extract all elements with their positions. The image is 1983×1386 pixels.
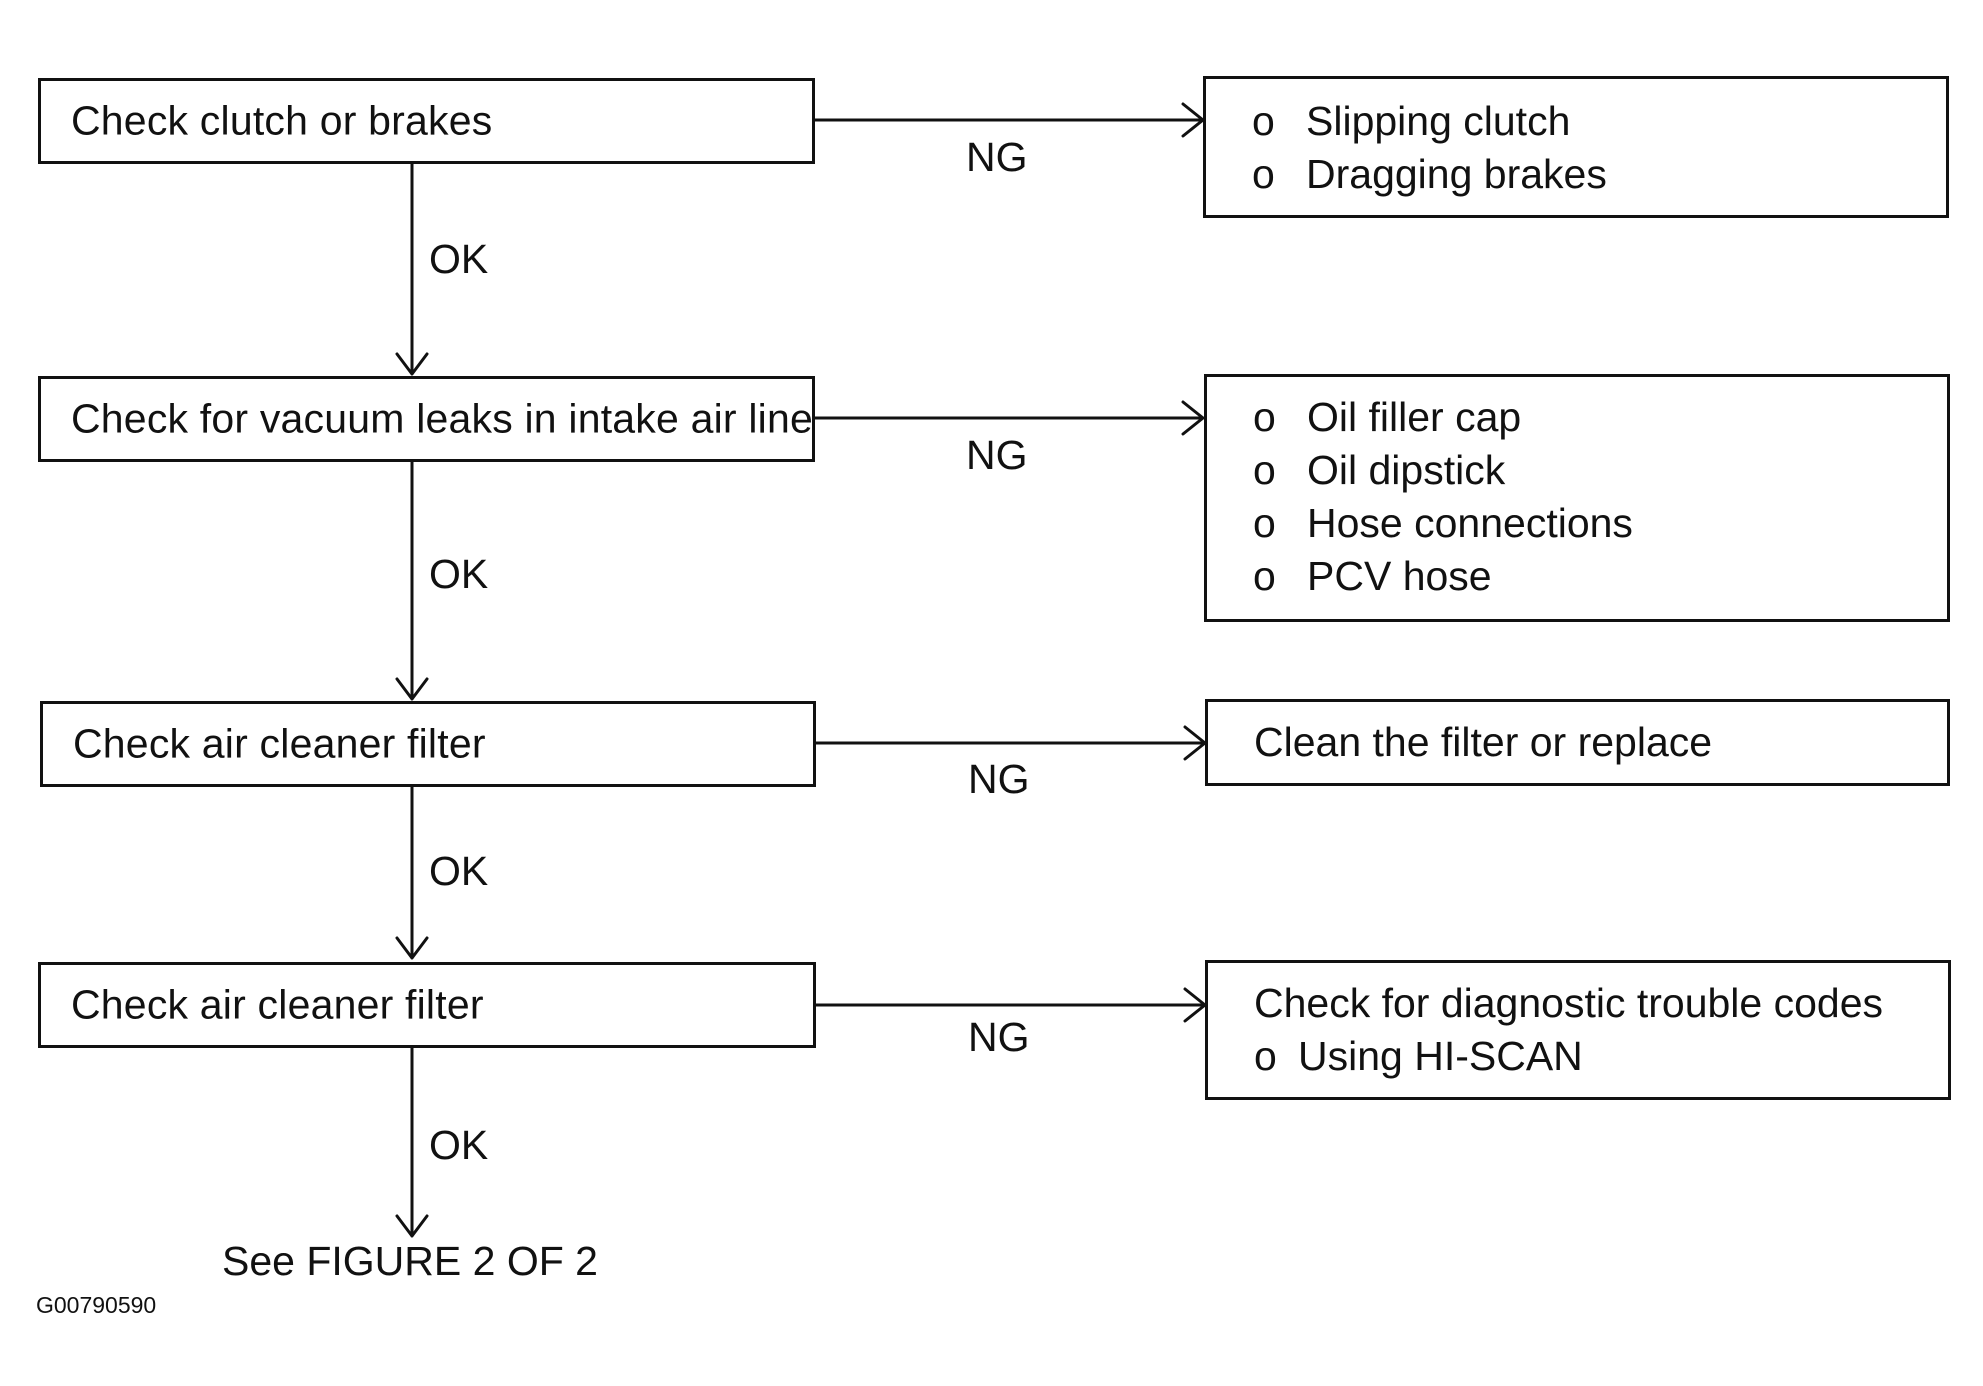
list-item: o Slipping clutch <box>1252 95 1607 148</box>
figure-code: G00790590 <box>36 1292 157 1318</box>
next-figure-reference: See FIGURE 2 OF 2 <box>222 1238 598 1284</box>
bullet: o <box>1253 394 1276 440</box>
bullet: o <box>1253 500 1276 546</box>
ng-label: NG <box>966 432 1028 478</box>
bullet: o <box>1252 98 1275 144</box>
list-item: o Dragging brakes <box>1252 148 1607 201</box>
list-item: o Oil dipstick <box>1253 444 1633 497</box>
step-box-2: Check for vacuum leaks in intake air lin… <box>38 376 815 462</box>
result-box-3: Clean the filter or replace <box>1205 699 1950 786</box>
ok-connector-2 <box>395 460 429 701</box>
ng-connector-1 <box>813 102 1205 138</box>
ok-connector-1 <box>395 160 429 376</box>
ng-label: NG <box>968 1014 1030 1060</box>
step-box-1: Check clutch or brakes <box>38 78 815 164</box>
bullet: o <box>1252 151 1275 197</box>
bullet: o <box>1254 1033 1277 1079</box>
ok-label: OK <box>429 848 489 894</box>
step-box-4: Check air cleaner filter <box>38 962 816 1048</box>
ng-connector-2 <box>813 400 1205 436</box>
list-item-text: PCV hose <box>1307 553 1492 599</box>
result-text: Check for diagnostic trouble codes <box>1254 980 1884 1026</box>
list-item-text: Using HI-SCAN <box>1298 1033 1583 1079</box>
step-label: Check air cleaner filter <box>73 720 486 767</box>
list-item-text: Dragging brakes <box>1306 151 1607 197</box>
list-item: o Oil filler cap <box>1253 391 1633 444</box>
list-item: o Using HI-SCAN <box>1254 1030 1583 1083</box>
step-label: Check for vacuum leaks in intake air lin… <box>71 395 813 442</box>
ng-label: NG <box>966 134 1028 180</box>
ok-connector-4 <box>395 1046 429 1238</box>
list-item-text: Oil filler cap <box>1307 394 1522 440</box>
ng-label: NG <box>968 756 1030 802</box>
step-box-3: Check air cleaner filter <box>40 701 816 787</box>
list-item-text: Hose connections <box>1307 500 1633 546</box>
ok-label: OK <box>429 236 489 282</box>
ok-label: OK <box>429 1122 489 1168</box>
result-box-4: Check for diagnostic trouble codes o Usin… <box>1205 960 1951 1100</box>
step-label: Check clutch or brakes <box>71 97 493 144</box>
step-label: Check air cleaner filter <box>71 981 484 1028</box>
list-item-text: Slipping clutch <box>1306 98 1571 144</box>
ng-connector-3 <box>813 725 1207 761</box>
ok-connector-3 <box>395 785 429 960</box>
result-text: Clean the filter or replace <box>1254 719 1713 765</box>
list-item: o PCV hose <box>1253 550 1633 603</box>
bullet: o <box>1253 447 1276 493</box>
list-item: o Hose connections <box>1253 497 1633 550</box>
ok-label: OK <box>429 551 489 597</box>
list-item-text: Oil dipstick <box>1307 447 1506 493</box>
bullet: o <box>1253 553 1276 599</box>
